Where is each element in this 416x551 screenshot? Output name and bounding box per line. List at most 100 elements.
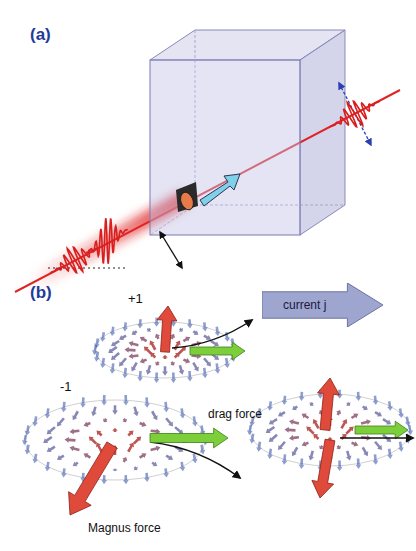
spin-arrow [313, 434, 319, 440]
spin-arrow [119, 357, 127, 366]
spin-arrow [192, 416, 198, 426]
spin-arrow [100, 332, 106, 342]
spin-arrow [123, 395, 129, 406]
spin-arrow [361, 419, 371, 425]
spin-arrow [215, 363, 221, 373]
spin-arrow [266, 426, 275, 433]
crystal-side-face [300, 30, 345, 235]
spin-arrow [336, 410, 341, 416]
spin-arrow [89, 436, 97, 444]
spin-arrow [346, 451, 352, 461]
spin-arrow [179, 365, 185, 375]
spin-arrow [387, 401, 393, 411]
spin-arrow [351, 414, 359, 420]
spin-arrow [112, 428, 118, 432]
spin-arrow [282, 396, 288, 405]
spin-arrow [129, 341, 139, 347]
spin-arrow [125, 347, 136, 353]
spin-arrow [122, 457, 127, 463]
wave-packets [50, 101, 380, 273]
spin-arrow [110, 363, 116, 373]
spin-arrow [203, 357, 211, 366]
drag-arrow [190, 342, 245, 360]
spin-arrow [267, 449, 273, 459]
spin-arrow [202, 368, 208, 379]
spin-arrow [122, 322, 128, 331]
spin-arrow [132, 330, 138, 335]
spin-arrow [133, 406, 139, 416]
spin-arrow [299, 458, 305, 469]
spin-arrow [147, 328, 151, 332]
spin-arrow [174, 426, 183, 434]
spin-arrow [170, 361, 175, 365]
spin-arrow [150, 352, 156, 358]
spin-arrow [139, 422, 146, 427]
spin-arrow [289, 435, 299, 441]
spin-arrow [155, 334, 160, 340]
magnus-arrow [157, 306, 177, 352]
spin-arrow [140, 358, 147, 363]
spin-arrow [373, 454, 379, 465]
spin-arrow [249, 433, 255, 443]
spin-arrow [309, 451, 315, 461]
spin-arrow [269, 418, 278, 424]
spin-arrow [72, 411, 79, 421]
probe-pulse [330, 101, 380, 127]
spin-arrow [346, 402, 350, 406]
dotted-guide [48, 268, 128, 269]
drag-arrow [150, 428, 228, 448]
spin-arrow [73, 462, 79, 467]
spin-arrow [192, 362, 199, 372]
spin-arrow [267, 401, 273, 411]
spin-arrow [179, 328, 183, 332]
spin-arrow [122, 368, 128, 379]
spin-arrow [356, 458, 362, 469]
spin-arrow [122, 418, 127, 422]
crystal-front-face [150, 60, 300, 235]
spin-arrow [25, 445, 31, 455]
spin-arrow [91, 406, 97, 416]
spin-arrow [282, 454, 288, 465]
spin-arrow [140, 337, 148, 343]
panel-label: (b) [30, 284, 52, 303]
spin-arrow [398, 442, 404, 452]
spin-arrow [183, 358, 190, 363]
spin-arrow [313, 419, 320, 429]
spin-arrow [162, 366, 168, 376]
spin-arrow [111, 340, 120, 346]
spin-arrow [345, 426, 353, 434]
spin-arrow [310, 402, 314, 406]
spin-arrow [45, 408, 51, 418]
spin-arrow [110, 327, 116, 337]
spin-arrow [166, 455, 174, 461]
spin-arrow [97, 430, 103, 436]
spin-arrow [100, 358, 106, 368]
spin-arrow [165, 417, 173, 426]
spin-arrow [22, 435, 28, 445]
charge-label: +1 [128, 292, 143, 306]
panel-label: (a) [30, 26, 51, 45]
spin-arrow [119, 335, 127, 341]
current-arrow: current j [262, 283, 384, 327]
spin-arrow [127, 442, 134, 452]
spin-arrow [162, 355, 168, 359]
spin-arrow [43, 436, 52, 443]
spin-arrow [337, 461, 343, 472]
spin-arrow [319, 445, 324, 449]
spin-arrow [200, 445, 206, 455]
trajectory [150, 442, 240, 478]
spin-arrow [155, 361, 160, 365]
spin-arrow [80, 397, 86, 408]
spin-arrow [163, 402, 169, 413]
spin-arrow [193, 330, 199, 335]
arrow-label: current j [262, 292, 347, 318]
spin-arrow [398, 408, 404, 418]
delay-arrow [160, 232, 182, 268]
spin-arrow [289, 419, 299, 425]
spin-arrow [70, 429, 80, 435]
spin-arrow [278, 411, 286, 417]
skyrmion-illustration [22, 306, 413, 515]
spin-arrow [192, 454, 198, 464]
spin-arrow [57, 455, 65, 461]
